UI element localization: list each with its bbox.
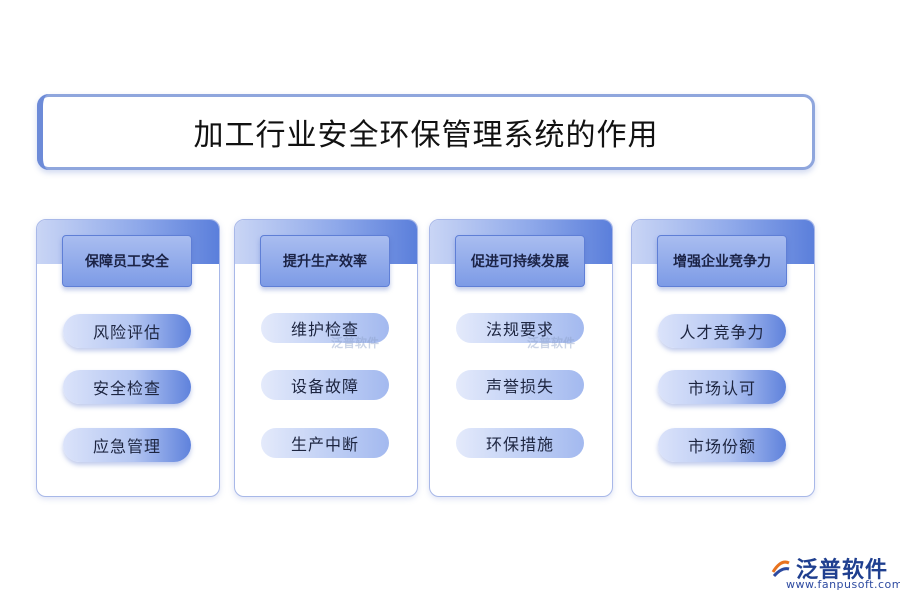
item-pill: 设备故障	[261, 370, 389, 400]
item-pill: 生产中断	[261, 428, 389, 458]
item-pill: 维护检查	[261, 313, 389, 343]
card-competitiveness: 增强企业竞争力 人才竞争力 市场认可 市场份额	[631, 219, 815, 497]
card-label: 促进可持续发展	[455, 235, 585, 287]
card-production-efficiency: 提升生产效率 维护检查 泛普软件 设备故障 生产中断	[234, 219, 418, 497]
logo-icon	[771, 560, 790, 578]
brand-logo: 泛普软件	[770, 552, 888, 584]
logo-url: www.fanpusoft.com	[786, 578, 900, 591]
page-title: 加工行业安全环保管理系统的作用	[193, 118, 659, 153]
card-label: 保障员工安全	[62, 235, 192, 287]
item-pill: 人才竞争力	[658, 314, 786, 348]
watermark: 泛普软件	[527, 336, 576, 350]
item-pill: 声誉损失	[456, 370, 584, 400]
logo-name: 泛普软件	[796, 558, 889, 583]
card-label: 增强企业竞争力	[657, 235, 787, 287]
item-pill: 市场份额	[658, 428, 786, 462]
item-pill: 市场认可	[658, 370, 786, 404]
item-pill: 安全检查	[63, 370, 191, 404]
card-label: 提升生产效率	[260, 235, 390, 287]
watermark: 泛普软件	[331, 336, 380, 350]
item-pill: 法规要求	[456, 313, 584, 343]
card-sustainable-development: 促进可持续发展 法规要求 泛普软件 声誉损失 环保措施	[429, 219, 613, 497]
item-pill: 应急管理	[63, 428, 191, 462]
item-pill: 环保措施	[456, 428, 584, 458]
title-box: 加工行业安全环保管理系统的作用	[37, 94, 815, 170]
item-pill: 风险评估	[63, 314, 191, 348]
card-employee-safety: 保障员工安全 风险评估 安全检查 应急管理	[36, 219, 220, 497]
